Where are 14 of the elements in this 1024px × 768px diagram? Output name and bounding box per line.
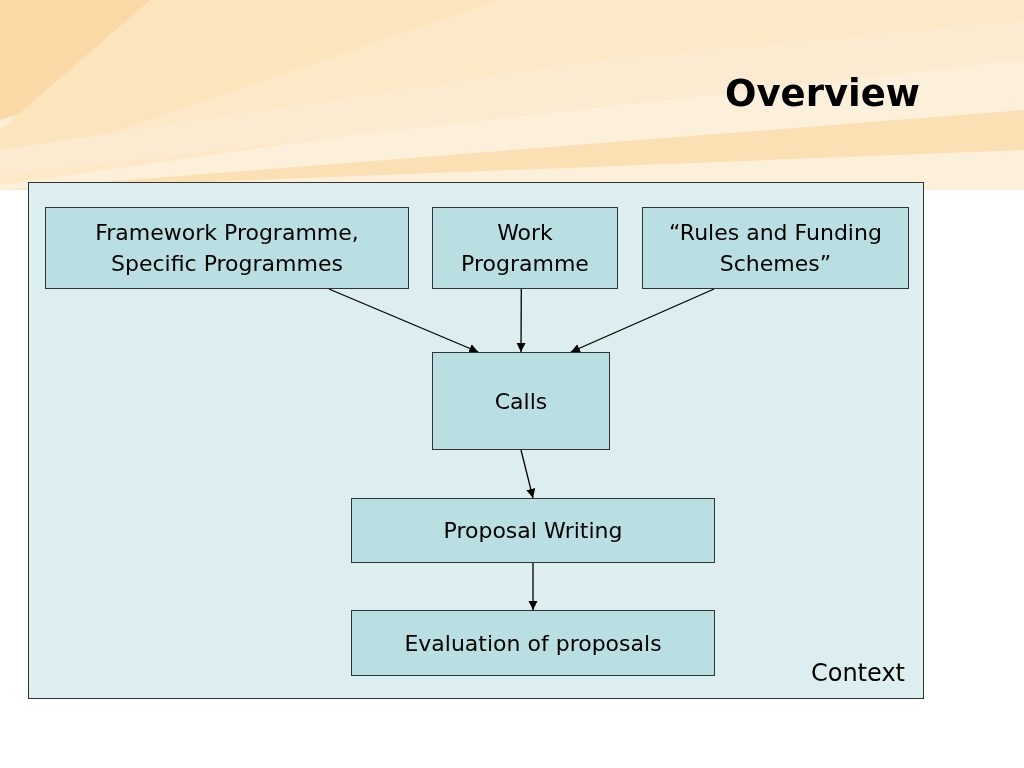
arrow (528, 562, 538, 611)
process-box: Evaluation of proposals (351, 610, 715, 676)
arrow (328, 288, 479, 353)
process-box: Proposal Writing (351, 498, 715, 563)
arrow (520, 449, 536, 499)
process-box: Work Programme (432, 207, 618, 289)
context-panel (28, 182, 924, 699)
slide-title: Overview (725, 71, 920, 117)
process-box: Framework Programme, Specific Programmes (45, 207, 409, 289)
arrow (516, 288, 526, 353)
panel-label: Context (810, 658, 905, 688)
process-box: Calls (432, 352, 610, 450)
arrow (570, 288, 715, 353)
process-box: “Rules and Funding Schemes” (642, 207, 909, 289)
